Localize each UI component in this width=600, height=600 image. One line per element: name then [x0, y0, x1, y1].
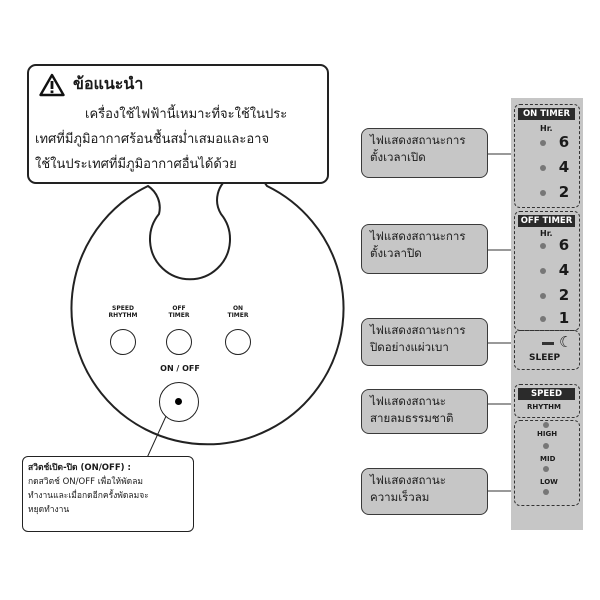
off-timer-indicator-group: OFF TIMER Hr. 6 4 2 1 — [514, 211, 580, 331]
off-timer-button[interactable] — [166, 329, 192, 355]
on-timer-button[interactable] — [225, 329, 251, 355]
label-line: RHYTHM — [108, 312, 138, 319]
switch-note-line: หยุดทำงาน — [28, 505, 70, 515]
advice-title: ข้อแนะนำ — [73, 74, 144, 93]
speed-low-led — [543, 489, 549, 495]
callout-line: ตั้งเวลาเปิด — [370, 150, 426, 164]
onoff-switch-note: สวิตช์เปิด-ปิด (ON/OFF) : กดสวิตช์ ON/OF… — [22, 456, 194, 532]
onoff-label: ON / OFF — [160, 364, 200, 373]
callout-line: ความเร็วลม — [370, 490, 430, 504]
off-timer-label: OFF TIMER — [159, 305, 199, 319]
on-timer-4h-number: 4 — [558, 158, 570, 176]
on-timer-callout: ไฟแสดงสถานะการ ตั้งเวลาเปิด — [361, 128, 488, 178]
off-timer-1h-number: 1 — [558, 309, 570, 327]
speed-rhythm-label: SPEED RHYTHM — [103, 305, 143, 319]
sleep-label: SLEEP — [529, 353, 561, 363]
callout-line: ไฟแสดงสถานะการ — [370, 229, 466, 243]
off-timer-2h-number: 2 — [558, 286, 570, 304]
speed-mid-led — [543, 466, 549, 472]
speed-callout: ไฟแสดงสถานะ ความเร็วลม — [361, 468, 488, 515]
speed-high-led — [543, 443, 549, 449]
advice-box: ข้อแนะนำ เครื่องใช้ไฟฟ้านี้เหมาะที่จะใช้… — [27, 64, 329, 184]
speed-low-label: LOW — [540, 478, 558, 486]
sleep-indicator-group: ☾ SLEEP — [514, 330, 580, 370]
hour-unit-label: Hr. — [540, 229, 553, 238]
speed-high-label: HIGH — [537, 430, 558, 438]
rhythm-indicator-group: SPEED RHYTHM — [514, 384, 580, 418]
onoff-button[interactable] — [159, 382, 199, 422]
off-timer-callout: ไฟแสดงสถานะการ ตั้งเวลาปิด — [361, 224, 488, 274]
advice-header: ข้อแนะนำ — [39, 72, 143, 97]
label-line: ON — [232, 305, 244, 312]
callout-line: ไฟแสดงสถานะ — [370, 473, 446, 487]
hour-unit-label: Hr. — [540, 124, 553, 133]
speed-mid-label: MID — [540, 455, 556, 463]
off-timer-4h-number: 4 — [558, 261, 570, 279]
off-timer-2h-led — [540, 293, 546, 299]
rhythm-callout: ไฟแสดงสถานะ สายลมธรรมชาติ — [361, 389, 488, 434]
panel-outline — [70, 172, 345, 446]
label-line: TIMER — [227, 312, 249, 319]
on-timer-2h-led — [540, 190, 546, 196]
off-timer-6h-number: 6 — [558, 236, 570, 254]
label-line: TIMER — [168, 312, 190, 319]
sleep-callout: ไฟแสดงสถานะการ ปิดอย่างแผ่วเบา — [361, 318, 488, 366]
callout-line: สายลมธรรมชาติ — [370, 411, 454, 425]
speed-rhythm-button[interactable] — [110, 329, 136, 355]
advice-line: ใช้ในประเทศที่มีภูมิอากาศอื่นได้ด้วย — [35, 157, 237, 172]
on-timer-2h-number: 2 — [558, 183, 570, 201]
crescent-moon-icon: ☾ — [559, 333, 573, 351]
speed-level-indicator-group: HIGH MID LOW — [514, 420, 580, 506]
label-line: SPEED — [112, 305, 134, 312]
speed-header: SPEED — [518, 388, 575, 400]
on-timer-indicator-group: ON TIMER Hr. 6 4 2 — [514, 104, 580, 208]
indicator-strip: ON TIMER Hr. 6 4 2 OFF TIMER Hr. 6 4 2 1… — [511, 98, 583, 530]
switch-note-line: กดสวิตช์ ON/OFF เพื่อให้พัดลม — [28, 477, 144, 487]
callout-line: ตั้งเวลาปิด — [370, 246, 422, 260]
callout-line: ไฟแสดงสถานะการ — [370, 133, 466, 147]
callout-line: ปิดอย่างแผ่วเบา — [370, 340, 449, 354]
warning-icon — [39, 73, 65, 96]
switch-note-title: สวิตช์เปิด-ปิด (ON/OFF) : — [28, 463, 131, 473]
on-timer-4h-led — [540, 165, 546, 171]
advice-line: เทศที่มีภูมิอากาศร้อนชื้นสม่ำเสมอและอาจ — [35, 132, 270, 147]
on-timer-header: ON TIMER — [518, 108, 575, 120]
on-timer-6h-led — [540, 140, 546, 146]
switch-note-line: ทำงานและเมื่อกดอีกครั้งพัดลมจะ — [28, 491, 149, 501]
advice-line: เครื่องใช้ไฟฟ้านี้เหมาะที่จะใช้ในประ — [85, 107, 288, 122]
off-timer-header: OFF TIMER — [518, 215, 575, 227]
on-timer-6h-number: 6 — [558, 133, 570, 151]
advice-text: เครื่องใช้ไฟฟ้านี้เหมาะที่จะใช้ในประ เทศ… — [35, 102, 323, 177]
on-timer-label: ON TIMER — [218, 305, 258, 319]
label-line: OFF — [172, 305, 186, 312]
off-timer-1h-led — [540, 316, 546, 322]
callout-line: ไฟแสดงสถานะการ — [370, 323, 466, 337]
off-timer-6h-led — [540, 243, 546, 249]
sleep-led — [542, 342, 554, 345]
rhythm-label: RHYTHM — [527, 403, 561, 411]
callout-line: ไฟแสดงสถานะ — [370, 394, 446, 408]
rhythm-led — [543, 422, 549, 428]
onoff-indicator-dot — [175, 398, 182, 405]
onoff-leader-line — [145, 413, 168, 461]
off-timer-4h-led — [540, 268, 546, 274]
